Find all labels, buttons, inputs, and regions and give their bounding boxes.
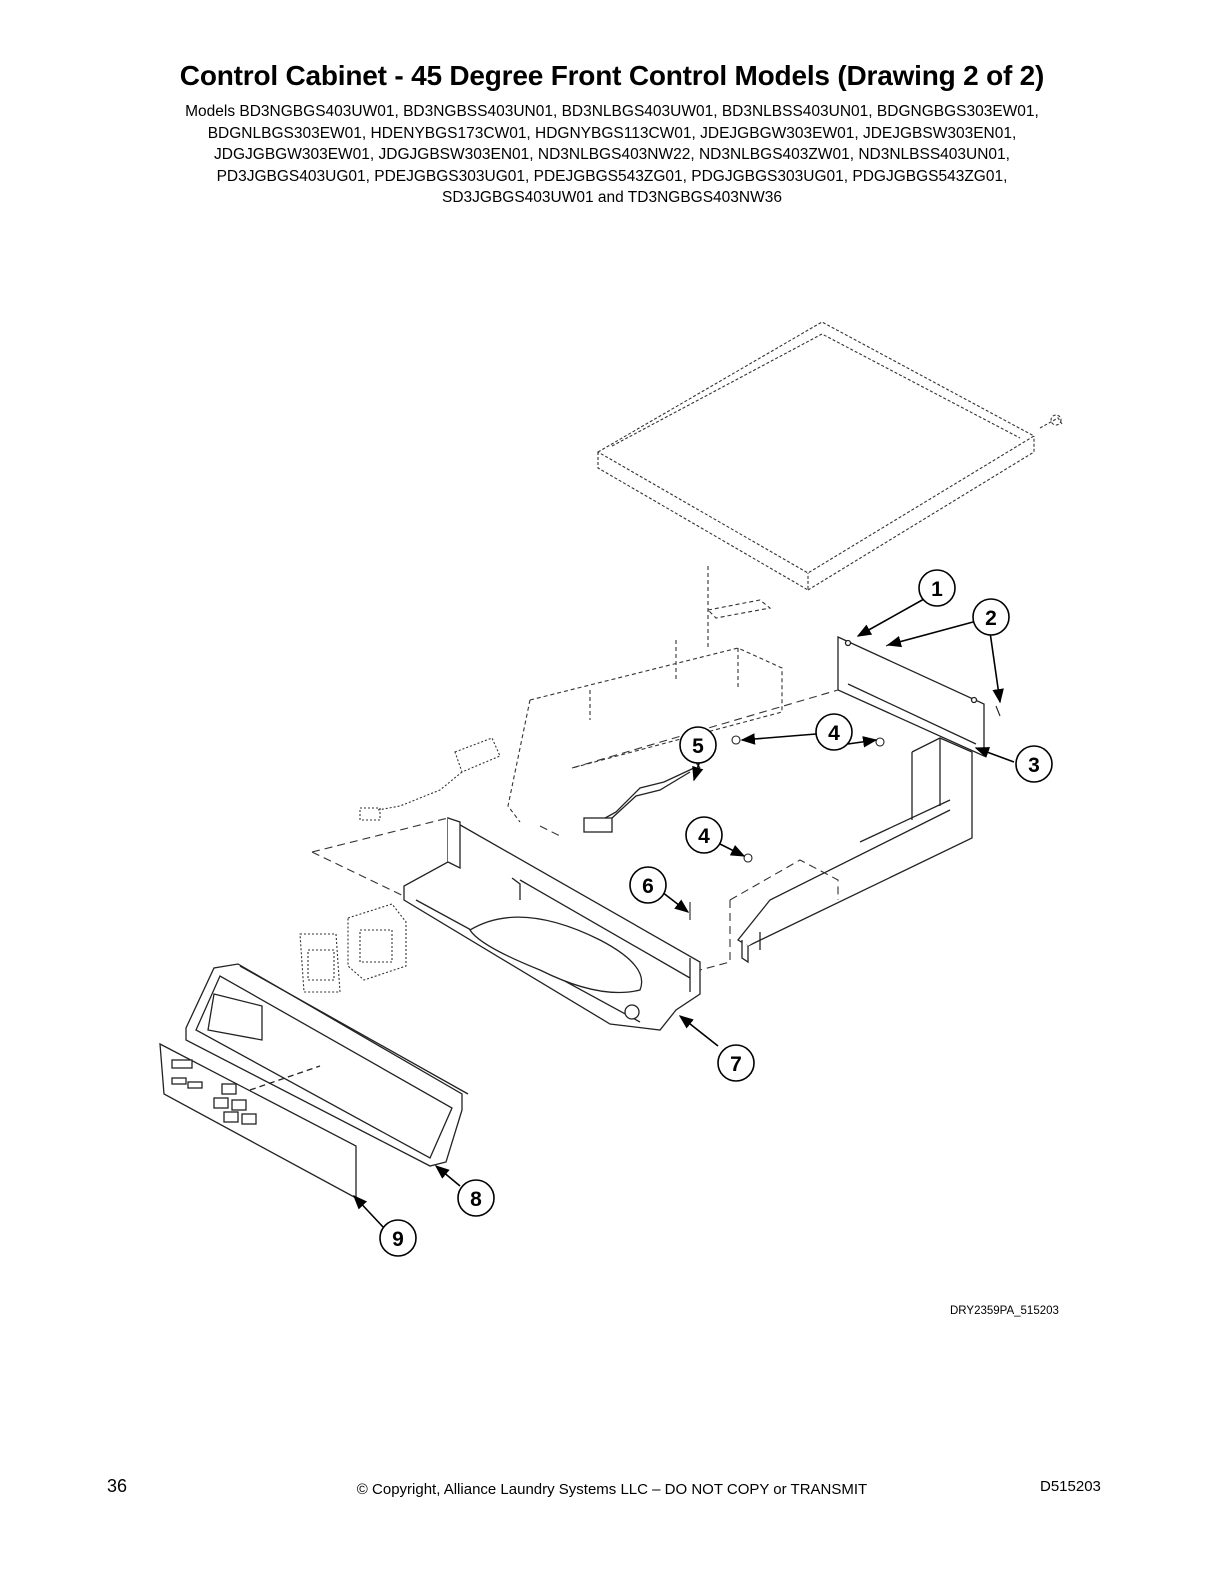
page-number: 36 (107, 1476, 128, 1496)
model-list-line: BDGNLBGS303EW01, HDENYBGS173CW01, HDGNYB… (207, 124, 1017, 142)
callout-1: 1 (918, 569, 956, 607)
model-list: Models BD3NGBGS403UW01, BD3NGBSS403UN01,… (80, 101, 1144, 209)
rear-bracket-reference (507, 566, 783, 823)
page-title: Control Cabinet - 45 Degree Front Contro… (179, 60, 1045, 91)
leader-arrows (353, 598, 1015, 1229)
callout-label: 3 (1028, 754, 1040, 777)
callout-label: 4 (698, 825, 710, 848)
model-list-line: JDGJGBGW303EW01, JDGJGBSW303EN01, ND3NLB… (214, 146, 1010, 163)
callout-3: 3 (1015, 745, 1053, 783)
callout-label: 5 (692, 735, 704, 758)
callout-6: 6 (629, 866, 667, 904)
callout-label: 6 (642, 875, 654, 898)
callout-label: 1 (931, 578, 943, 601)
callout-4-lower: 4 (685, 816, 723, 854)
part-cabinet-tray (737, 737, 973, 964)
part-wire-harness (583, 759, 701, 833)
top-cover-reference (596, 321, 1063, 591)
wire-harness-reference (359, 737, 501, 821)
callout-2: 2 (972, 598, 1010, 636)
part-control-bracket (403, 816, 701, 1031)
callout-5: 5 (679, 726, 717, 764)
callout-9: 9 (379, 1219, 417, 1257)
callout-label: 8 (470, 1188, 482, 1211)
model-list-line: Models BD3NGBGS403UW01, BD3NGBSS403UN01,… (185, 103, 1039, 120)
callout-label: 7 (730, 1053, 742, 1076)
assembly-guide-lines (311, 689, 839, 971)
document-number: D515203 (1040, 1478, 1101, 1495)
model-list-line: PD3JGBGS403UG01, PDEJGBGS303UG01, PDEJGB… (216, 167, 1008, 185)
control-board-reference (299, 903, 407, 993)
callout-7: 7 (717, 1044, 755, 1082)
callout-label: 9 (392, 1228, 404, 1251)
drawing-id: DRY2359PA_515203 (950, 1305, 1059, 1317)
callout-label: 4 (828, 722, 840, 745)
model-list-line: SD3JGBGS403UW01 and TD3NGBGS403NW36 (441, 189, 782, 206)
callout-4-upper: 4 (815, 713, 853, 751)
callout-8: 8 (457, 1179, 495, 1217)
callout-label: 2 (985, 607, 997, 630)
part-control-console (185, 963, 469, 1167)
part-rear-plate (837, 635, 985, 758)
copyright-notice: © Copyright, Alliance Laundry Systems LL… (356, 1481, 868, 1498)
hardware-fasteners (689, 639, 1001, 920)
